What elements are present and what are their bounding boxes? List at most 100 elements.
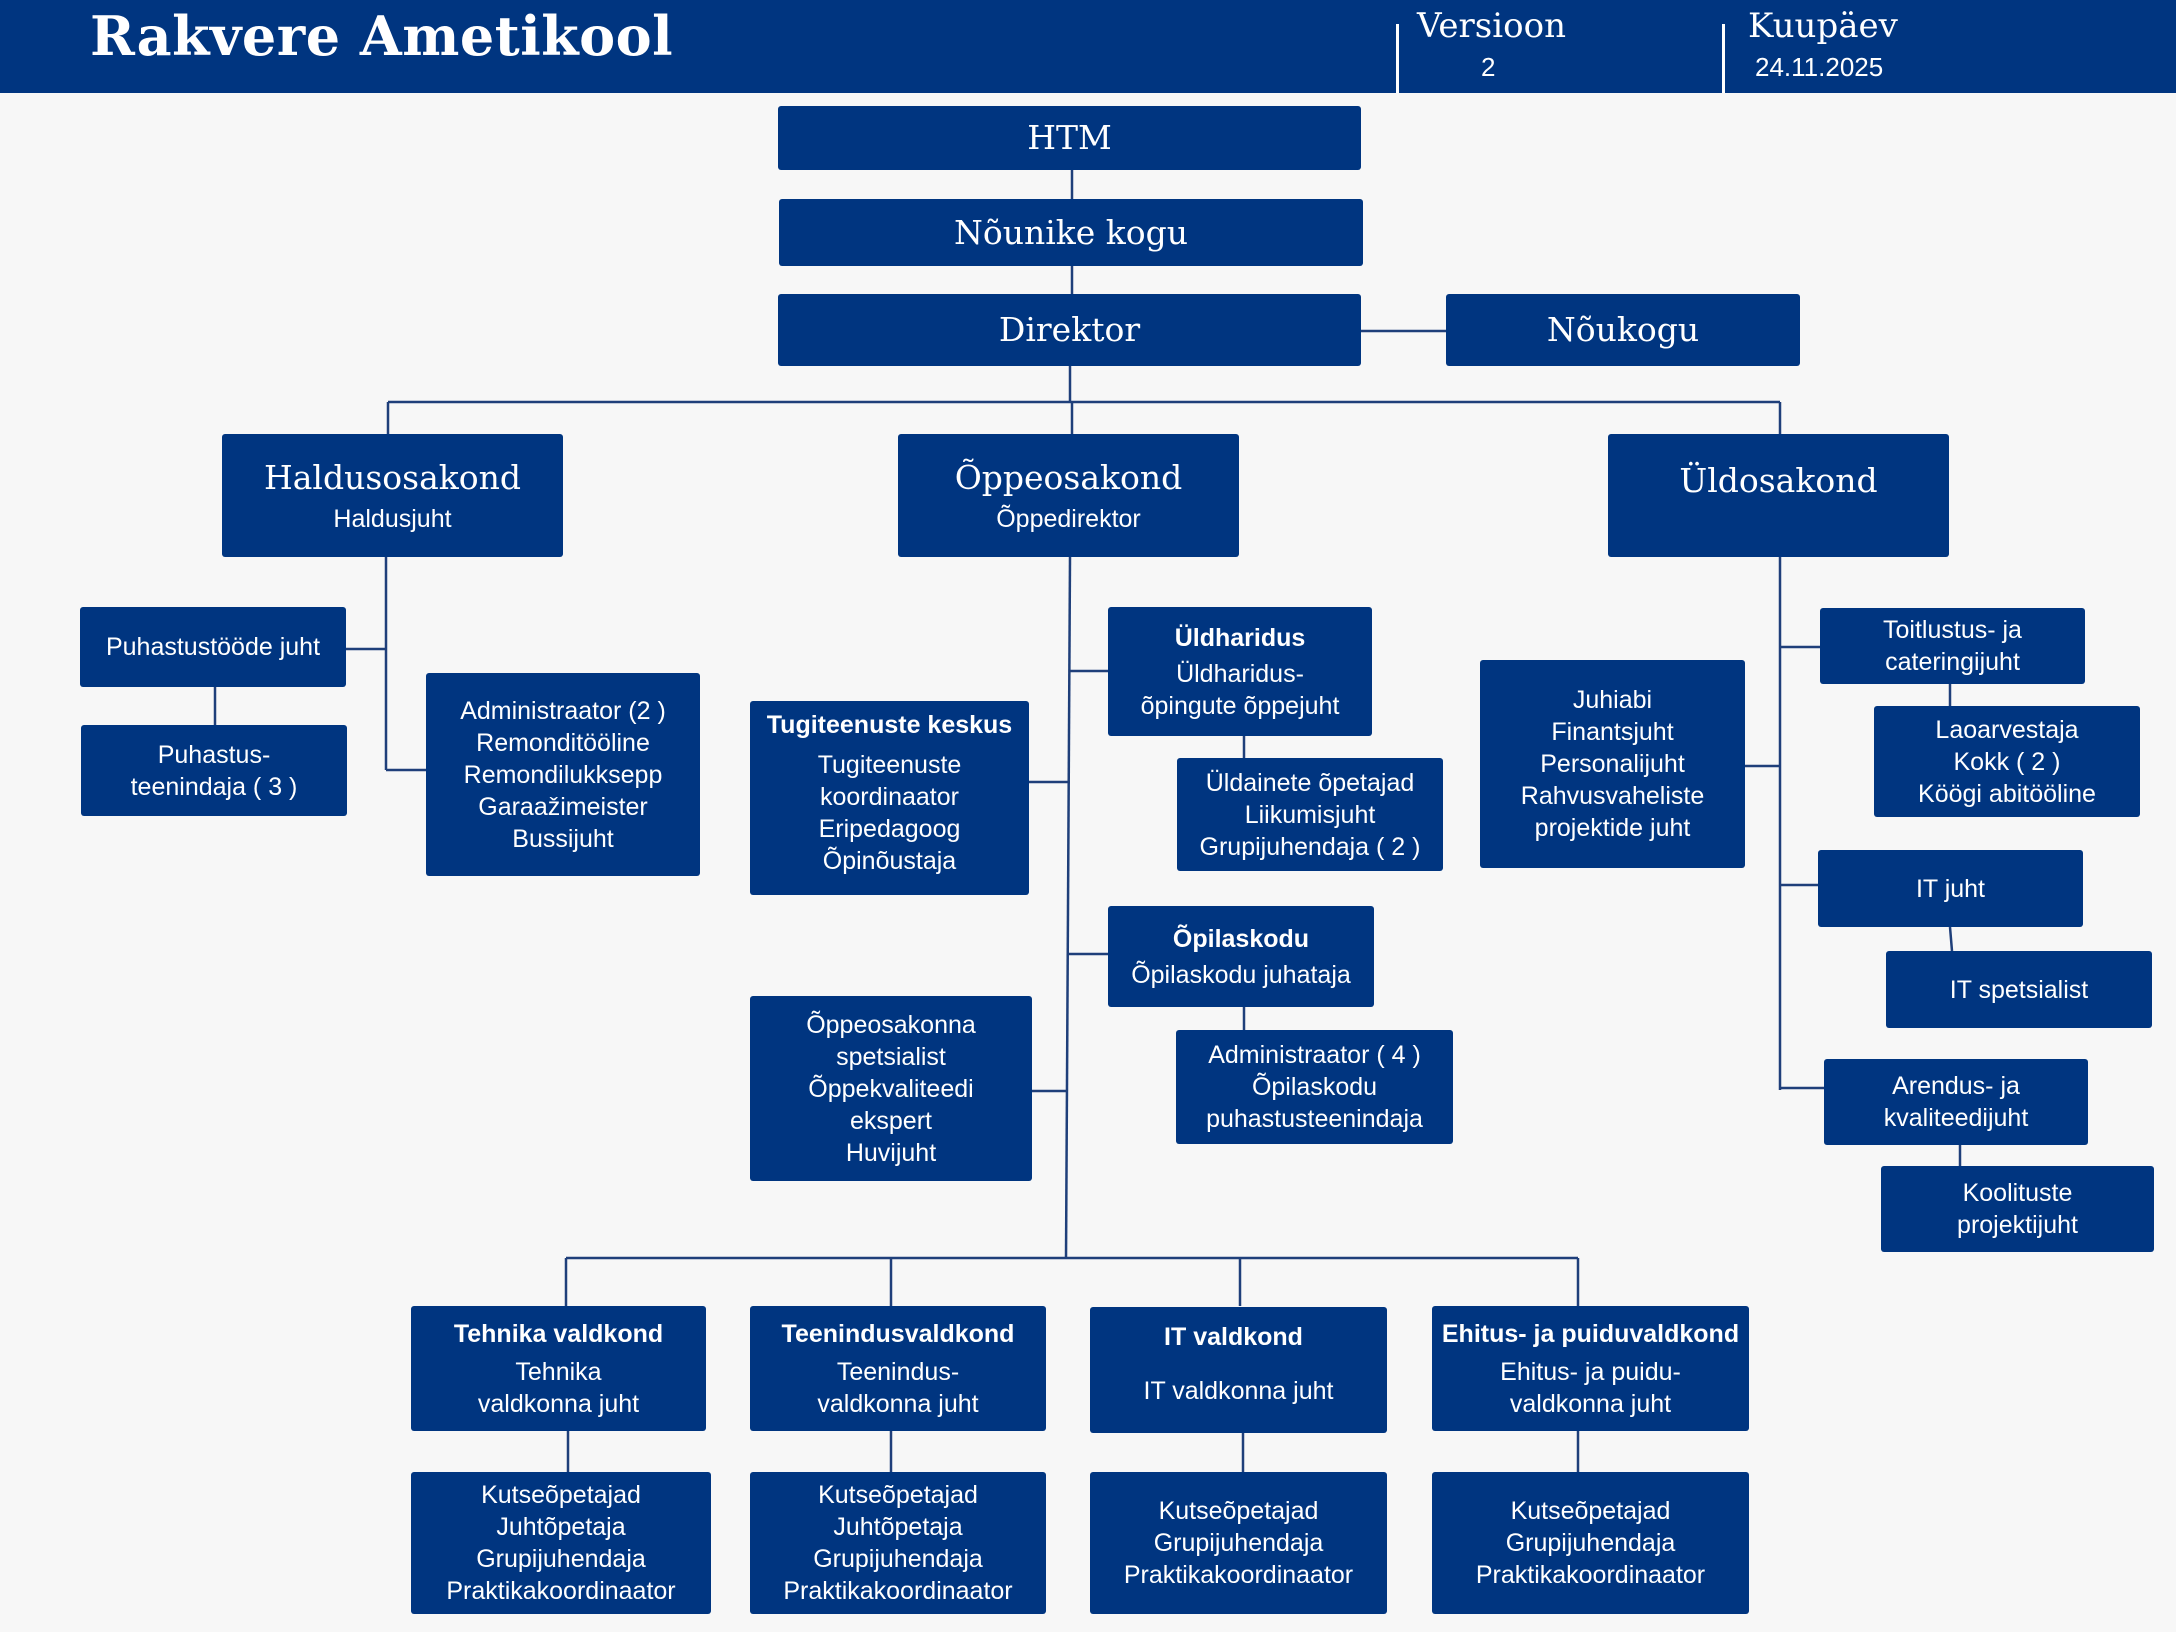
box-title: Teenindusvaldkond xyxy=(781,1319,1015,1348)
oppeosakonna-spetsialist-box: Õppeosakonna spetsialist Õppekvaliteedi … xyxy=(750,996,1032,1181)
version-label: Versioon xyxy=(1417,6,1566,46)
box-line: ekspert xyxy=(850,1106,932,1135)
box-title: Üldharidus xyxy=(1174,623,1306,652)
box-line: Üldainete õpetajad xyxy=(1205,768,1415,797)
box-line: Kutseõpetajad xyxy=(1158,1497,1319,1525)
box-line: Praktikakoordinaator xyxy=(783,1577,1013,1605)
box-line: spetsialist xyxy=(836,1042,946,1071)
direktor-box: Direktor xyxy=(778,294,1361,366)
box-line: IT valdkonna juht xyxy=(1143,1377,1334,1405)
box-line: Õpilaskodu juhataja xyxy=(1131,960,1351,989)
box-line: Köögi abitööline xyxy=(1918,779,2096,808)
uld-staff-box: Juhiabi Finantsjuht Personalijuht Rahvus… xyxy=(1480,660,1745,868)
box-line: teenindaja ( 3 ) xyxy=(130,772,298,801)
box-line: valdkonna juht xyxy=(477,1389,640,1418)
box-line: projektijuht xyxy=(1957,1211,2078,1239)
teenindus-staff-box: Kutseõpetajad Juhtõpetaja Grupijuhendaja… xyxy=(750,1472,1046,1614)
htm-box: HTM xyxy=(778,106,1361,170)
box-line: Laoarvestaja xyxy=(1935,715,2079,744)
it-juht-box: IT juht xyxy=(1818,850,2083,927)
uldainete-opetajad-box: Üldainete õpetajad Liikumisjuht Grupijuh… xyxy=(1177,758,1443,871)
box-line: Juhiabi xyxy=(1572,686,1653,714)
ehitus-puiduvaldkond-box: Ehitus- ja puiduvaldkond Ehitus- ja puid… xyxy=(1432,1306,1749,1431)
box-title: HTM xyxy=(1027,118,1112,157)
box-line: cateringijuht xyxy=(1885,648,2020,676)
box-line: puhastusteenindaja xyxy=(1206,1105,1423,1133)
box-line: Koolituste xyxy=(1962,1179,2073,1207)
it-valdkond-box: IT valdkond IT valdkonna juht xyxy=(1090,1307,1387,1433)
box-line: Administraator ( 4 ) xyxy=(1208,1041,1421,1069)
tehnika-staff-box: Kutseõpetajad Juhtõpetaja Grupijuhendaja… xyxy=(411,1472,711,1614)
opilaskodu-box: Õpilaskodu Õpilaskodu juhataja xyxy=(1108,906,1374,1007)
box-line: Õpilaskodu xyxy=(1251,1073,1378,1101)
ehitus-staff-box: Kutseõpetajad Grupijuhendaja Praktikakoo… xyxy=(1432,1472,1749,1614)
box-line: Kokk ( 2 ) xyxy=(1953,747,2061,776)
toitlustus-box: Toitlustus- ja cateringijuht xyxy=(1820,608,2085,684)
box-title: Nõukogu xyxy=(1546,310,1700,349)
department-head: Õppedirektor xyxy=(996,504,1141,533)
header-divider xyxy=(1396,24,1399,93)
box-title: Õpilaskodu xyxy=(1172,924,1310,953)
box-line: Üldharidus- xyxy=(1176,659,1304,688)
header-bar: Rakvere Ametikool Versioon 2 Kuupäev 24.… xyxy=(0,0,2176,93)
box-line: Liikumisjuht xyxy=(1244,800,1376,829)
box-line: Praktikakoordinaator xyxy=(1123,1561,1354,1589)
box-line: kvaliteedijuht xyxy=(1883,1104,2029,1132)
box-line: Finantsjuht xyxy=(1551,718,1674,746)
box-line: Tehnika xyxy=(515,1357,602,1386)
box-line: Grupijuhendaja xyxy=(1505,1529,1676,1557)
box-line: õpingute õppejuht xyxy=(1140,691,1340,720)
arendus-kvaliteedijuht-box: Arendus- ja kvaliteedijuht xyxy=(1824,1059,2088,1145)
it-staff-box: Kutseõpetajad Grupijuhendaja Praktikakoo… xyxy=(1090,1472,1387,1614)
date-label: Kuupäev xyxy=(1748,6,1898,46)
box-line: Bussijuht xyxy=(512,824,614,853)
box-title: Nõunike kogu xyxy=(953,212,1189,252)
tugiteenuste-keskus-box: Tugiteenuste keskus Tugiteenuste koordin… xyxy=(750,701,1029,895)
box-line: Remonditööline xyxy=(476,728,650,757)
box-line: Grupijuhendaja xyxy=(1153,1529,1324,1557)
box-line: valdkonna juht xyxy=(1509,1389,1672,1418)
box-line: Grupijuhendaja xyxy=(813,1545,983,1573)
box-line: Juhtõpetaja xyxy=(833,1513,963,1541)
box-line: Kutseõpetajad xyxy=(481,1481,641,1509)
koolituste-projektijuht-box: Koolituste projektijuht xyxy=(1881,1166,2154,1252)
oppeosakond-box: Õppeosakond Õppedirektor xyxy=(898,434,1239,557)
teenindusvaldkond-box: Teenindusvaldkond Teenindus- valdkonna j… xyxy=(750,1306,1046,1431)
uldharidus-box: Üldharidus Üldharidus- õpingute õppejuht xyxy=(1108,607,1372,736)
box-line: Remondilukksepp xyxy=(463,760,663,789)
box-line: valdkonna juht xyxy=(817,1389,979,1418)
box-line: Tugiteenuste xyxy=(817,751,962,779)
department-title: Üldosakond xyxy=(1679,461,1878,500)
puhastusteenindaja-box: Puhastus- teenindaja ( 3 ) xyxy=(81,725,347,816)
box-line: Ehitus- ja puidu- xyxy=(1500,1357,1681,1386)
version-value: 2 xyxy=(1481,52,1496,82)
tehnika-valdkond-box: Tehnika valdkond Tehnika valdkonna juht xyxy=(411,1306,706,1431)
box-line: Kutseõpetajad xyxy=(818,1481,978,1509)
uldosakond-box: Üldosakond xyxy=(1608,434,1949,557)
haldusosakond-box: Haldusosakond Haldusjuht xyxy=(222,434,563,557)
box-line: Administraator (2 ) xyxy=(460,696,666,725)
box-line: Juhtõpetaja xyxy=(496,1513,626,1541)
box-line: Huvijuht xyxy=(845,1138,937,1167)
box-line: Õppeosakonna xyxy=(806,1010,976,1039)
box-line: koordinaator xyxy=(820,783,959,811)
box-title: Direktor xyxy=(998,310,1141,349)
box-line: IT spetsialist xyxy=(1949,975,2089,1004)
nounike-kogu-box: Nõunike kogu xyxy=(779,199,1363,266)
box-title: Ehitus- ja puiduvaldkond xyxy=(1441,1319,1740,1348)
box-title: Tugiteenuste keskus xyxy=(766,711,1013,739)
box-line: Praktikakoordinaator xyxy=(1475,1561,1706,1589)
box-line: Teenindus- xyxy=(836,1357,960,1386)
box-line: Puhastustööde juht xyxy=(105,633,321,661)
it-spetsialist-box: IT spetsialist xyxy=(1886,951,2152,1028)
box-line: Grupijuhendaja ( 2 ) xyxy=(1199,832,1421,861)
box-line: Eripedagoog xyxy=(818,815,961,843)
box-line: Puhastus- xyxy=(157,740,271,769)
haldus-staff-box: Administraator (2 ) Remonditööline Remon… xyxy=(426,673,700,876)
box-line: IT juht xyxy=(1915,874,1986,903)
box-line: projektide juht xyxy=(1534,814,1691,842)
box-line: Õpinõustaja xyxy=(822,847,957,875)
box-line: Arendus- ja xyxy=(1892,1072,2020,1100)
box-title: IT valdkond xyxy=(1164,1323,1303,1351)
